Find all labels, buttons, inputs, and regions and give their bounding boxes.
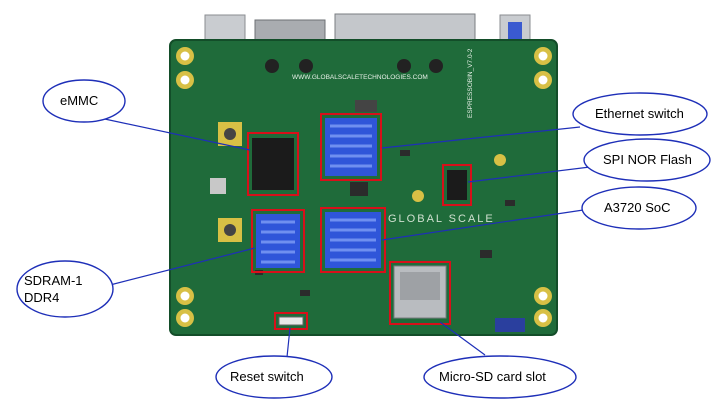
emmc-highlight: [247, 132, 299, 196]
micro-sd-oval: [423, 355, 577, 399]
spi-nor-flash-label: SPI NOR Flash: [603, 152, 692, 167]
ethernet-switch-oval: [572, 92, 708, 136]
side-connector: [495, 318, 525, 332]
spi-nor-chip: [447, 170, 467, 200]
board-pads: [218, 59, 506, 242]
ethernet-switch-heatsink: [325, 118, 377, 176]
spi-nor-flash-oval: [583, 138, 711, 182]
soc-heatsink: [325, 212, 381, 268]
a3720-soc-label: A3720 SoC: [604, 200, 671, 215]
micro-sd-highlight: [389, 261, 451, 325]
silkscreen-url: WWW.GLOBALSCALETECHNOLOGIES.COM: [292, 74, 428, 81]
reset-switch: [278, 316, 304, 326]
reset-switch-highlight: [274, 312, 308, 330]
sdram-heatsink: [256, 214, 300, 268]
reset-switch-label: Reset switch: [230, 369, 304, 384]
highlight-boxes: [247, 113, 472, 330]
ethernet-switch-label: Ethernet switch: [595, 106, 684, 121]
callout-lines: [99, 117, 591, 358]
callout-ovals: [16, 79, 711, 399]
sdram-label-line1: SDRAM-1: [24, 273, 83, 288]
sdram-highlight: [251, 209, 305, 273]
micro-sd-label: Micro-SD card slot: [439, 369, 546, 384]
emmc-oval: [42, 79, 126, 123]
spi-nor-highlight: [442, 164, 472, 206]
emmc-label: eMMC: [60, 93, 99, 108]
mounting-holes: [176, 47, 552, 327]
micro-sd-slot: [393, 265, 447, 319]
sdram-oval: [16, 260, 114, 318]
a3720-soc-oval: [581, 186, 697, 230]
ethernet-switch-highlight: [320, 113, 382, 181]
silkscreen-model: ESPRESSOBIN_V7.0-2: [467, 48, 474, 118]
silkscreen-brand: GLOBAL SCALE: [388, 213, 495, 225]
reset-switch-oval: [215, 355, 333, 399]
sdram-label-line2: DDR4: [24, 290, 60, 305]
emmc-chip: [252, 138, 294, 190]
